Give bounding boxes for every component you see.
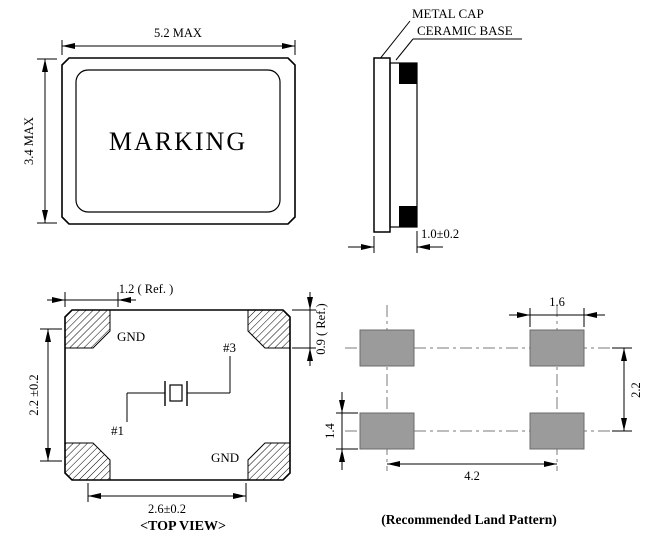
- metal-cap-label: METAL CAP: [412, 6, 484, 21]
- ceramic-base-shape: [389, 62, 418, 228]
- dimension-vertical-span: 2.2 ±0.2: [27, 328, 62, 462]
- figure-package-front: 5.2 MAX 3.4 MAX MARKING: [22, 26, 296, 225]
- pad-top-left: [64, 309, 111, 349]
- land-pad-bottom-right: [529, 412, 585, 450]
- ceramic-base-leader: [395, 38, 414, 61]
- dimension-thickness: 1.0±0.2: [348, 227, 459, 253]
- metal-cap-leader: [378, 20, 411, 61]
- dim-pad-height-text: 0.9 ( Ref.): [314, 303, 328, 354]
- dim-land-col-pitch-text: 4.2: [464, 469, 480, 483]
- dim-land-row-pitch-text: 2.2: [629, 382, 643, 398]
- marking-text: MARKING: [109, 127, 247, 156]
- metal-cap-shape: [373, 57, 391, 233]
- terminal-pad-bottom: [399, 206, 417, 227]
- pad-bottom-right: [247, 442, 291, 481]
- crystal-body: [169, 384, 183, 402]
- pad-label-gnd-top: GND: [117, 329, 145, 344]
- dimension-land-col-pitch: 4.2: [387, 461, 557, 483]
- top-view-caption: <TOP VIEW>: [140, 519, 226, 534]
- pad-label-3: #3: [223, 340, 236, 355]
- figure-side-view: METAL CAP CERAMIC BASE 1.0±0.2: [348, 6, 522, 253]
- dim-pad-width-text: 1.2 ( Ref. ): [119, 282, 174, 296]
- pad-label-gnd-bottom: GND: [211, 450, 239, 465]
- dimension-pad-height: 0.9 ( Ref.): [292, 292, 328, 366]
- dim-thickness-text: 1.0±0.2: [421, 227, 459, 241]
- dimension-land-row-pitch: 2.2: [612, 347, 643, 432]
- terminal-pad-top: [399, 63, 417, 84]
- dimension-package-height: 3.4 MAX: [22, 58, 57, 224]
- land-pattern-caption: (Recommended Land Pattern): [381, 512, 556, 527]
- dim-width-text: 5.2 MAX: [154, 26, 202, 40]
- dim-vertical-text: 2.2 ±0.2: [27, 374, 41, 415]
- dimension-land-pad-width: 1.6: [509, 295, 605, 327]
- ceramic-base-label: CERAMIC BASE: [417, 23, 513, 38]
- dimension-land-pad-height: 1.4: [323, 392, 358, 470]
- dimension-horizontal-span: 2.6±0.2: [87, 483, 247, 516]
- dim-height-text: 3.4 MAX: [22, 117, 36, 165]
- dimension-pad-width: 1.2 ( Ref. ): [47, 282, 173, 307]
- package-outline: [61, 57, 296, 225]
- crystal-symbol: [126, 356, 231, 422]
- land-pad-top-right: [529, 329, 585, 367]
- pad-top-right: [247, 309, 291, 349]
- package-lid-outline: [75, 69, 281, 213]
- dim-land-pad-height-text: 1.4: [323, 422, 337, 438]
- dim-horizontal-text: 2.6±0.2: [148, 502, 186, 516]
- dim-land-pad-width-text: 1.6: [549, 295, 565, 309]
- figure-top-view: GND #3 #1 GND 1.2 ( Ref. ): [27, 282, 328, 534]
- pad-bottom-left: [64, 442, 111, 481]
- land-pad-bottom-left: [359, 412, 415, 450]
- figure-land-pattern: 1.6 2.2 1.4 4.2 (Recommended Land Patter…: [323, 295, 643, 527]
- dimension-package-width: 5.2 MAX: [61, 26, 296, 55]
- land-pad-top-left: [359, 329, 415, 367]
- pad-label-1: #1: [111, 423, 124, 438]
